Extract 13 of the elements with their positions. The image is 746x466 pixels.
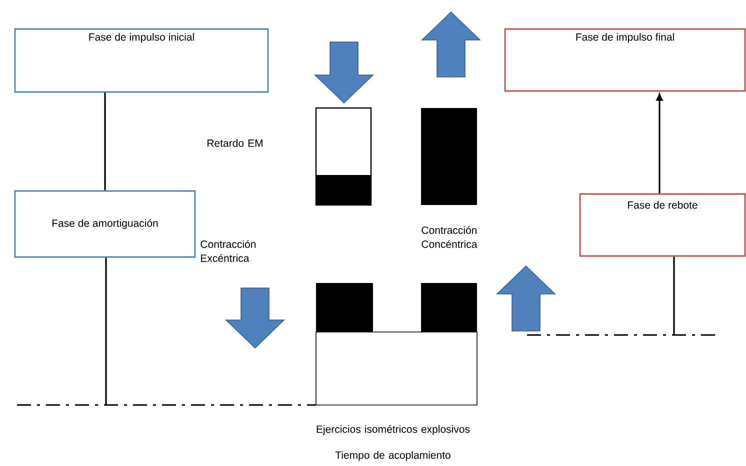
phase-box: Fase de rebote (579, 193, 746, 257)
connector-line (105, 258, 107, 405)
connector-line (656, 94, 663, 194)
label-text: Contracción Excéntrica (200, 240, 256, 262)
phase-box: Fase de impulso final (504, 28, 746, 92)
connector-line (104, 92, 106, 190)
phase-box: Fase de impulso inicial (14, 28, 269, 93)
label-text: Ejercicios isométricos explosivos (316, 425, 470, 435)
label-text: Retardo EM (208, 139, 262, 147)
label-text: Tiempo de acoplamiento (335, 451, 450, 461)
label-text: Contracción Concéntrica (422, 226, 478, 248)
phase-box: Fase de amortiguación (14, 190, 196, 258)
connector-line (673, 256, 675, 335)
